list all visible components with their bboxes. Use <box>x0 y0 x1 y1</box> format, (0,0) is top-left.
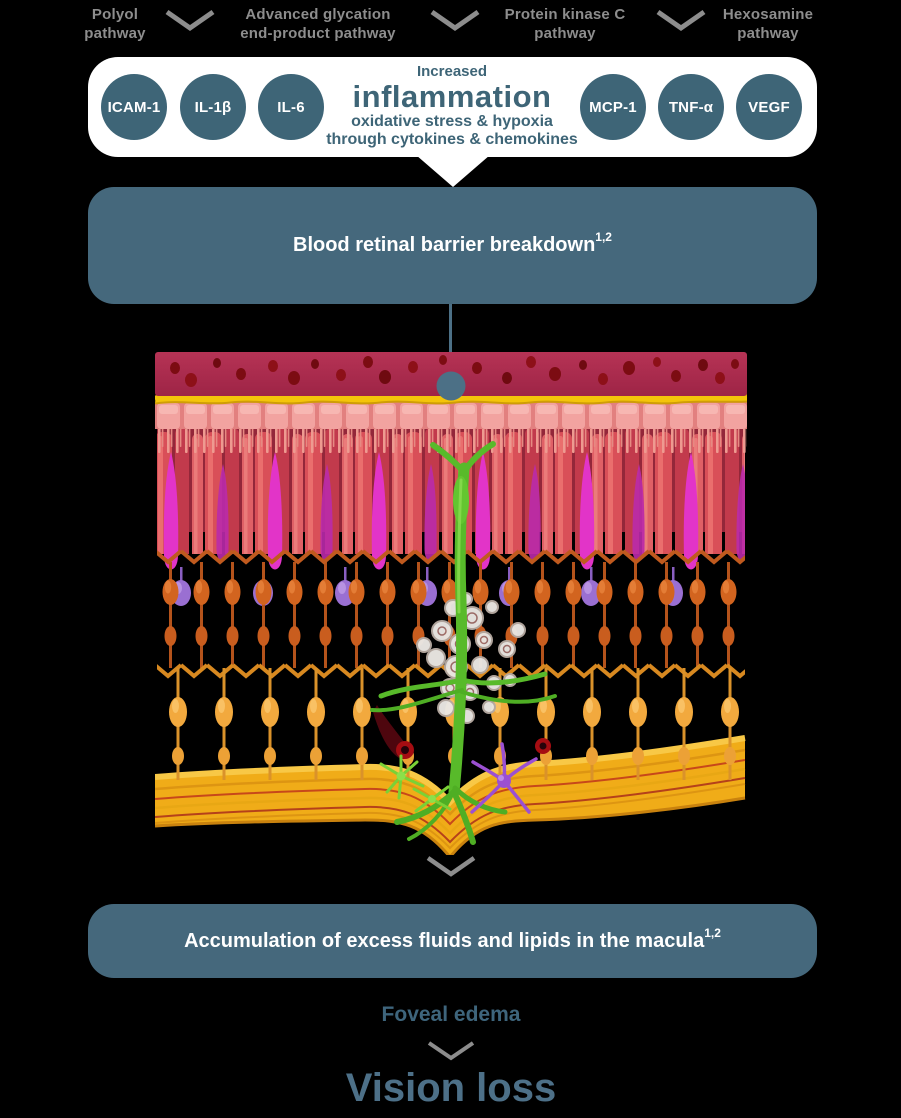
pathway-label-hexosamine: Hexosamine pathway <box>722 6 814 42</box>
cytokine-badge-tnf-a: TNF-α <box>658 74 724 140</box>
inflammation-subline-2: through cytokines & chemokines <box>326 131 578 148</box>
chevron-down-icon <box>427 1041 475 1061</box>
chevron-down-icon <box>426 856 476 877</box>
rpe-cell-band <box>155 402 747 429</box>
brb-superscript: 1,2 <box>595 230 612 245</box>
chevron-down-icon <box>430 9 480 32</box>
accumulation-box-text: Accumulation of excess fluids and lipids… <box>184 925 721 952</box>
cytokine-badge-mcp-1: MCP-1 <box>580 74 646 140</box>
vision-loss-label: Vision loss <box>345 1066 557 1110</box>
inflammation-heading: Increased inflammation oxidative stress … <box>302 63 602 149</box>
foveal-edema-label: Foveal edema <box>381 1003 521 1026</box>
accumulation-superscript: 1,2 <box>704 925 721 940</box>
mueller-cell <box>370 441 557 845</box>
cytokine-badge-icam-1: ICAM-1 <box>101 74 167 140</box>
chevron-down-icon <box>165 9 215 32</box>
connector-line <box>449 304 452 376</box>
pathway-label-polyol: Polyol pathway <box>84 6 146 42</box>
cytokine-badge-il-1b: IL-1β <box>180 74 246 140</box>
inflammation-heading-large: inflammation <box>352 79 552 114</box>
retina-cross-section-illustration <box>155 352 747 855</box>
pathway-label-age: Advanced glycation end-product pathway <box>240 6 396 42</box>
chevron-down-icon <box>656 9 706 32</box>
astrocyte-cells <box>379 754 452 813</box>
rpe-fringe <box>155 427 747 453</box>
microglia-cell <box>470 742 538 814</box>
outer-plexiform-web <box>157 548 745 566</box>
brb-box-text: Blood retinal barrier breakdown1,2 <box>293 230 612 256</box>
pathway-label-pkc: Protein kinase C pathway <box>504 6 626 42</box>
inflammation-heading-small: Increased <box>416 63 488 80</box>
brb-box: Blood retinal barrier breakdown1,2 <box>88 187 817 304</box>
accumulation-box: Accumulation of excess fluids and lipids… <box>88 904 817 978</box>
cytokine-badge-il-6: IL-6 <box>258 74 324 140</box>
inflammation-subline-1: oxidative stress & hypoxia <box>351 113 553 130</box>
cytokine-badge-vegf: VEGF <box>736 74 802 140</box>
marker-dot-inner <box>436 371 466 401</box>
blood-vessels <box>373 705 551 760</box>
